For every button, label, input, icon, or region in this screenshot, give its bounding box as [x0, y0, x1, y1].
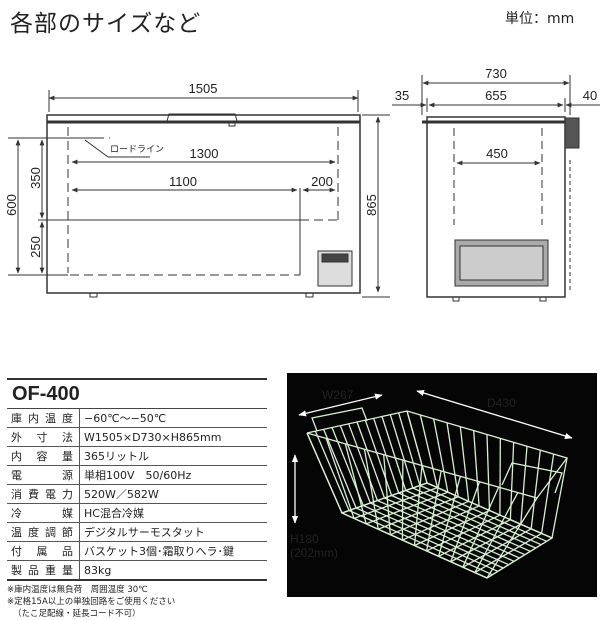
- spec-value: HC混合冷媒: [80, 504, 268, 523]
- spec-value: 83kg: [80, 561, 268, 581]
- spec-label: 内容量: [7, 447, 80, 466]
- spec-value: デジタルサーモスタット: [80, 523, 268, 542]
- dim-250: 250: [28, 236, 43, 258]
- spec-row: 庫内温度−60℃〜−50℃: [7, 409, 267, 428]
- dim-right-offset: 40: [583, 88, 597, 103]
- basket-depth: D430: [487, 396, 516, 410]
- dim-600: 600: [4, 194, 19, 216]
- spec-label: 付属品: [7, 542, 80, 561]
- spec-value: 単相100V 50/60Hz: [80, 466, 268, 485]
- dim-basket-width: 1100: [169, 174, 197, 189]
- note: ※庫内温度は無負荷 周囲温度 30℃: [7, 584, 267, 596]
- notes: ※庫内温度は無負荷 周囲温度 30℃ ※定格15A以上の単独回路をご使用ください…: [7, 584, 267, 620]
- basket-wireframe: [307, 408, 567, 578]
- spec-label: 外寸法: [7, 428, 80, 447]
- front-view: 1505 865 ロードライン 1300 1100 200 600 350 25…: [4, 81, 390, 297]
- basket-height: H180: [290, 532, 319, 546]
- dim-left-offset: 35: [395, 88, 409, 103]
- spec-row: 付属品バスケット3個･霜取りヘラ･鍵: [7, 542, 267, 561]
- spec-value: バスケット3個･霜取りヘラ･鍵: [80, 542, 268, 561]
- spec-label: 温度調節: [7, 523, 80, 542]
- basket-height-alt: (202mm): [290, 546, 338, 560]
- spec-label: 庫内温度: [7, 409, 80, 428]
- dim-350: 350: [28, 167, 43, 189]
- spec-label: 消費電力: [7, 485, 80, 504]
- dim-inner-width: 1300: [190, 146, 219, 161]
- side-view: 730 655 35 40 450: [392, 66, 600, 301]
- dim-basket-side: 200: [311, 174, 333, 189]
- spec-label: 製品重量: [7, 561, 80, 581]
- dim-body-depth: 655: [485, 88, 507, 103]
- spec-value: 520W／582W: [80, 485, 268, 504]
- load-line-label: ロードライン: [110, 144, 164, 154]
- dim-inner-depth: 450: [486, 146, 508, 161]
- spec-row: 温度調節デジタルサーモスタット: [7, 523, 267, 542]
- spec-label: 電源: [7, 466, 80, 485]
- model-name: OF-400: [7, 380, 267, 409]
- spec-value: −60℃〜−50℃: [80, 409, 268, 428]
- dimension-drawings: 1505 865 ロードライン 1300 1100 200 600 350 25…: [0, 0, 600, 310]
- dim-width: 1505: [189, 81, 218, 96]
- spec-value: 365リットル: [80, 447, 268, 466]
- spec-row: 電源単相100V 50/60Hz: [7, 466, 267, 485]
- dim-depth: 730: [485, 66, 507, 81]
- dim-height: 865: [364, 194, 379, 216]
- basket-photo: W267 D430 H180 (202mm): [287, 373, 597, 597]
- note: ※定格15A以上の単独回路をご使用ください: [7, 596, 267, 608]
- spec-label: 冷媒: [7, 504, 80, 523]
- note: （たこ足配線・延長コード不可）: [7, 608, 267, 620]
- basket-width: W267: [322, 388, 354, 402]
- spec-value: W1505×D730×H865mm: [80, 428, 268, 447]
